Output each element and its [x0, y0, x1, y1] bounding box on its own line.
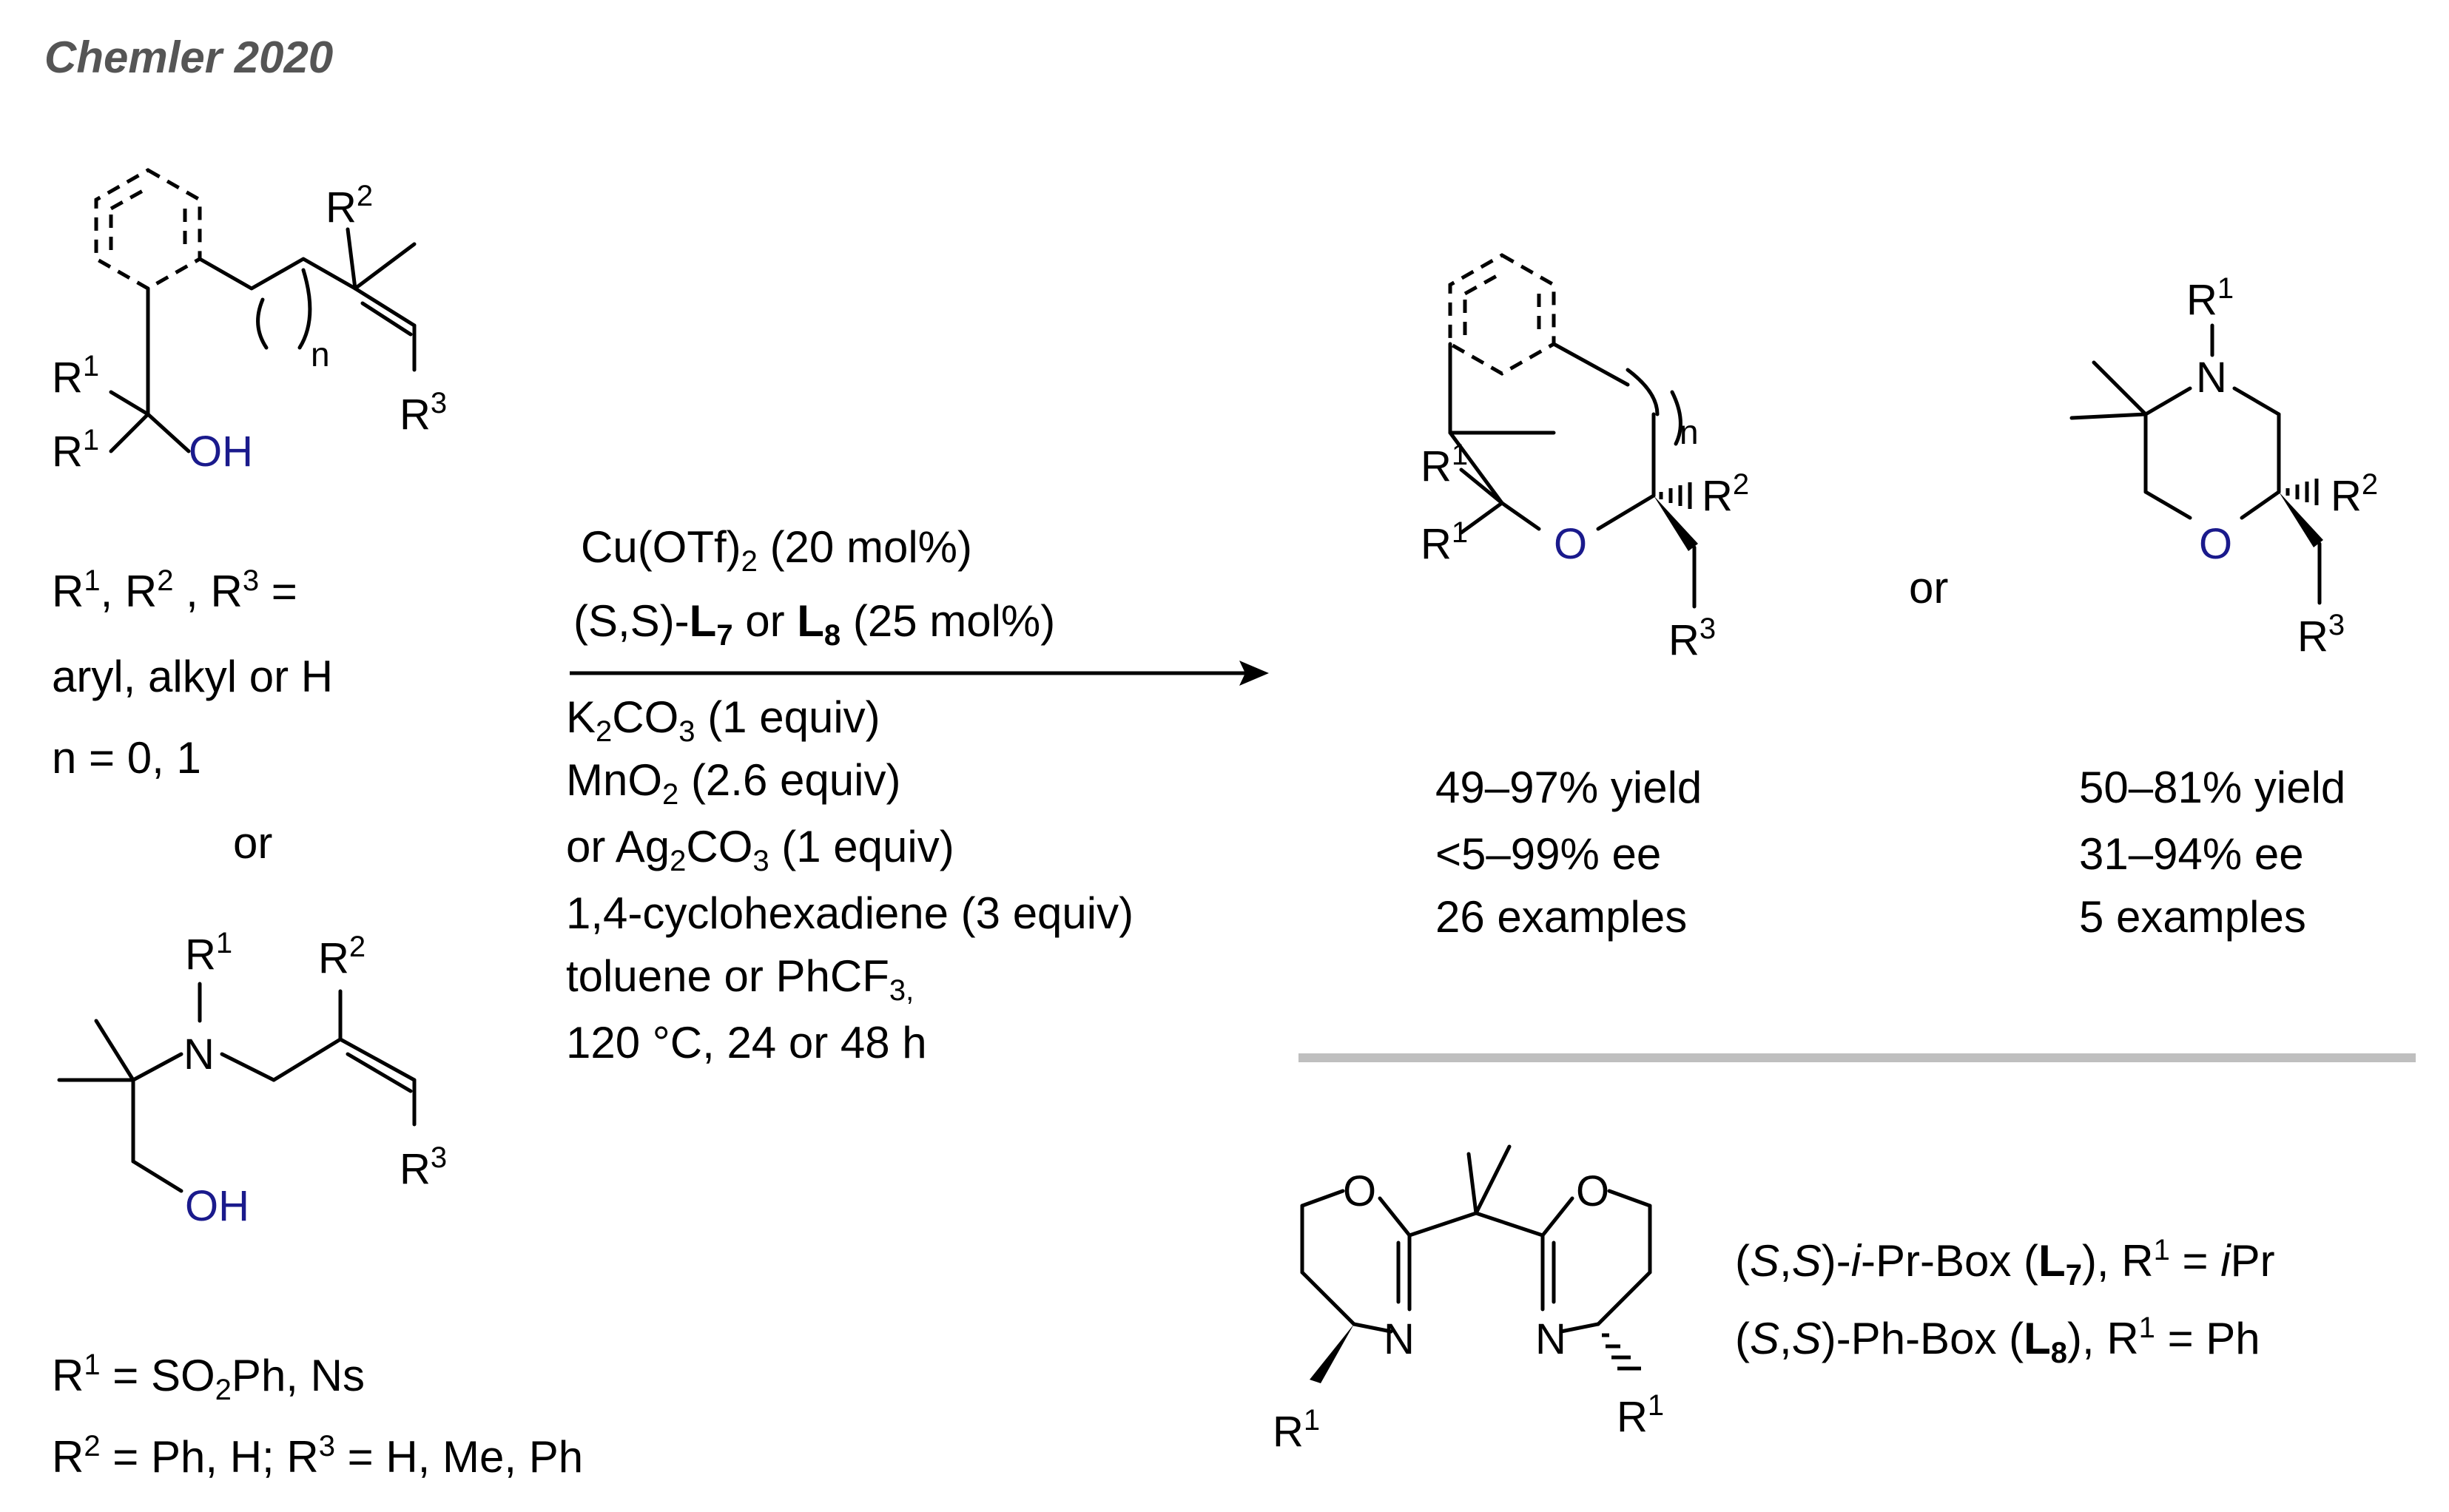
cond-above-1: Cu(OTf)2 (20 mol%)	[581, 522, 972, 578]
cond-above-2: (S,S)-L7 or L8 (25 mol%)	[573, 596, 1055, 652]
n-index: n	[311, 335, 330, 374]
amine-r3-label: R3	[400, 1141, 447, 1193]
p2-o-label: O	[2199, 520, 2232, 568]
product-2: R1 N O R2 R3	[2069, 272, 2378, 661]
product-1: R1 R1 O R2 R3 n	[1421, 253, 1749, 664]
scheme-heading: Chemler 2020	[44, 33, 333, 82]
left-bold-wedge	[1310, 1324, 1354, 1383]
r2-label: R2	[326, 180, 373, 232]
ligand-o-right: O	[1576, 1167, 1609, 1215]
p2-r3-label: R3	[2297, 609, 2345, 661]
p1-n-index: n	[1680, 413, 1699, 451]
amine-n-label: N	[183, 1030, 215, 1079]
amine-r2-label: R2	[318, 931, 366, 982]
hashed-wedge-r2-morpholine	[2285, 479, 2319, 505]
p1-o-label: O	[1554, 520, 1587, 568]
ligand-n-right: N	[1535, 1315, 1566, 1363]
cond-below-3: or Ag2CO3 (1 equiv)	[566, 822, 954, 877]
bold-wedge	[1654, 496, 1698, 551]
p1-stat-examples: 26 examples	[1435, 892, 1687, 942]
cond-below-1: K2CO3 (1 equiv)	[566, 692, 880, 748]
p2-r1-label: R1	[2186, 272, 2234, 324]
p2-r2-label: R2	[2331, 468, 2378, 520]
ligand-r1-left: R1	[1273, 1404, 1320, 1456]
p1-r1b-label: R1	[1421, 516, 1468, 568]
p2-stat-yield: 50–81% yield	[2079, 763, 2345, 812]
cond-below-5: toluene or PhCF3,	[566, 951, 914, 1007]
r1-label-top: R1	[52, 350, 99, 402]
r1-label-bottom: R1	[52, 424, 99, 476]
substrate-alcohol: R2 n R3 R1 R1 OH	[52, 168, 447, 476]
cond-below-2: MnO2 (2.6 equiv)	[566, 755, 900, 811]
ligand-label-l7: (S,S)-i-Pr-Box (L7), R1 = iPr	[1735, 1234, 2275, 1292]
substrate-def-line2: aryl, alkyl or H	[52, 652, 333, 701]
amine-r1-label: R1	[185, 927, 232, 979]
r3-label: R3	[400, 387, 447, 439]
right-hashed-wedge	[1602, 1333, 1641, 1371]
ligand-r1-right: R1	[1617, 1389, 1664, 1441]
substrate-def-line3: n = 0, 1	[52, 733, 201, 783]
p1-r2-label: R2	[1702, 468, 1749, 520]
product-or: or	[1909, 563, 1948, 612]
p1-stat-yield: 49–97% yield	[1435, 763, 1702, 812]
p2-n-label: N	[2196, 354, 2227, 402]
arrow-head	[1239, 661, 1269, 686]
amine-def-line1: R1 = SO2Ph, Ns	[52, 1349, 365, 1406]
amine-oh-label: OH	[185, 1182, 249, 1230]
p2-stat-examples: 5 examples	[2079, 892, 2306, 942]
substrate-or: or	[233, 818, 272, 868]
oh-label: OH	[189, 428, 253, 476]
p1-r1a-label: R1	[1421, 439, 1468, 490]
p1-stat-ee: <5–99% ee	[1435, 829, 1661, 879]
cond-below-6: 120 °C, 24 or 48 h	[566, 1018, 927, 1067]
substrate-def-line1: R1, R2 , R3 =	[52, 564, 297, 616]
bold-wedge-morpholine	[2279, 492, 2323, 547]
ligand-n-left: N	[1384, 1315, 1415, 1363]
hashed-wedge-r2	[1659, 482, 1692, 509]
p1-r3-label: R3	[1668, 612, 1716, 664]
ligand-o-left: O	[1343, 1167, 1376, 1215]
substrate-amino-alcohol: R1 N R2 R3 OH	[57, 927, 447, 1230]
cond-below-4: 1,4-cyclohexadiene (3 equiv)	[566, 888, 1133, 938]
p2-stat-ee: 31–94% ee	[2079, 829, 2304, 879]
box-ligand: O N O N R1 R1	[1273, 1144, 1664, 1456]
ligand-label-l8: (S,S)-Ph-Box (L8), R1 = Ph	[1735, 1312, 2260, 1369]
amine-def-line2: R2 = Ph, H; R3 = H, Me, Ph	[52, 1430, 583, 1482]
